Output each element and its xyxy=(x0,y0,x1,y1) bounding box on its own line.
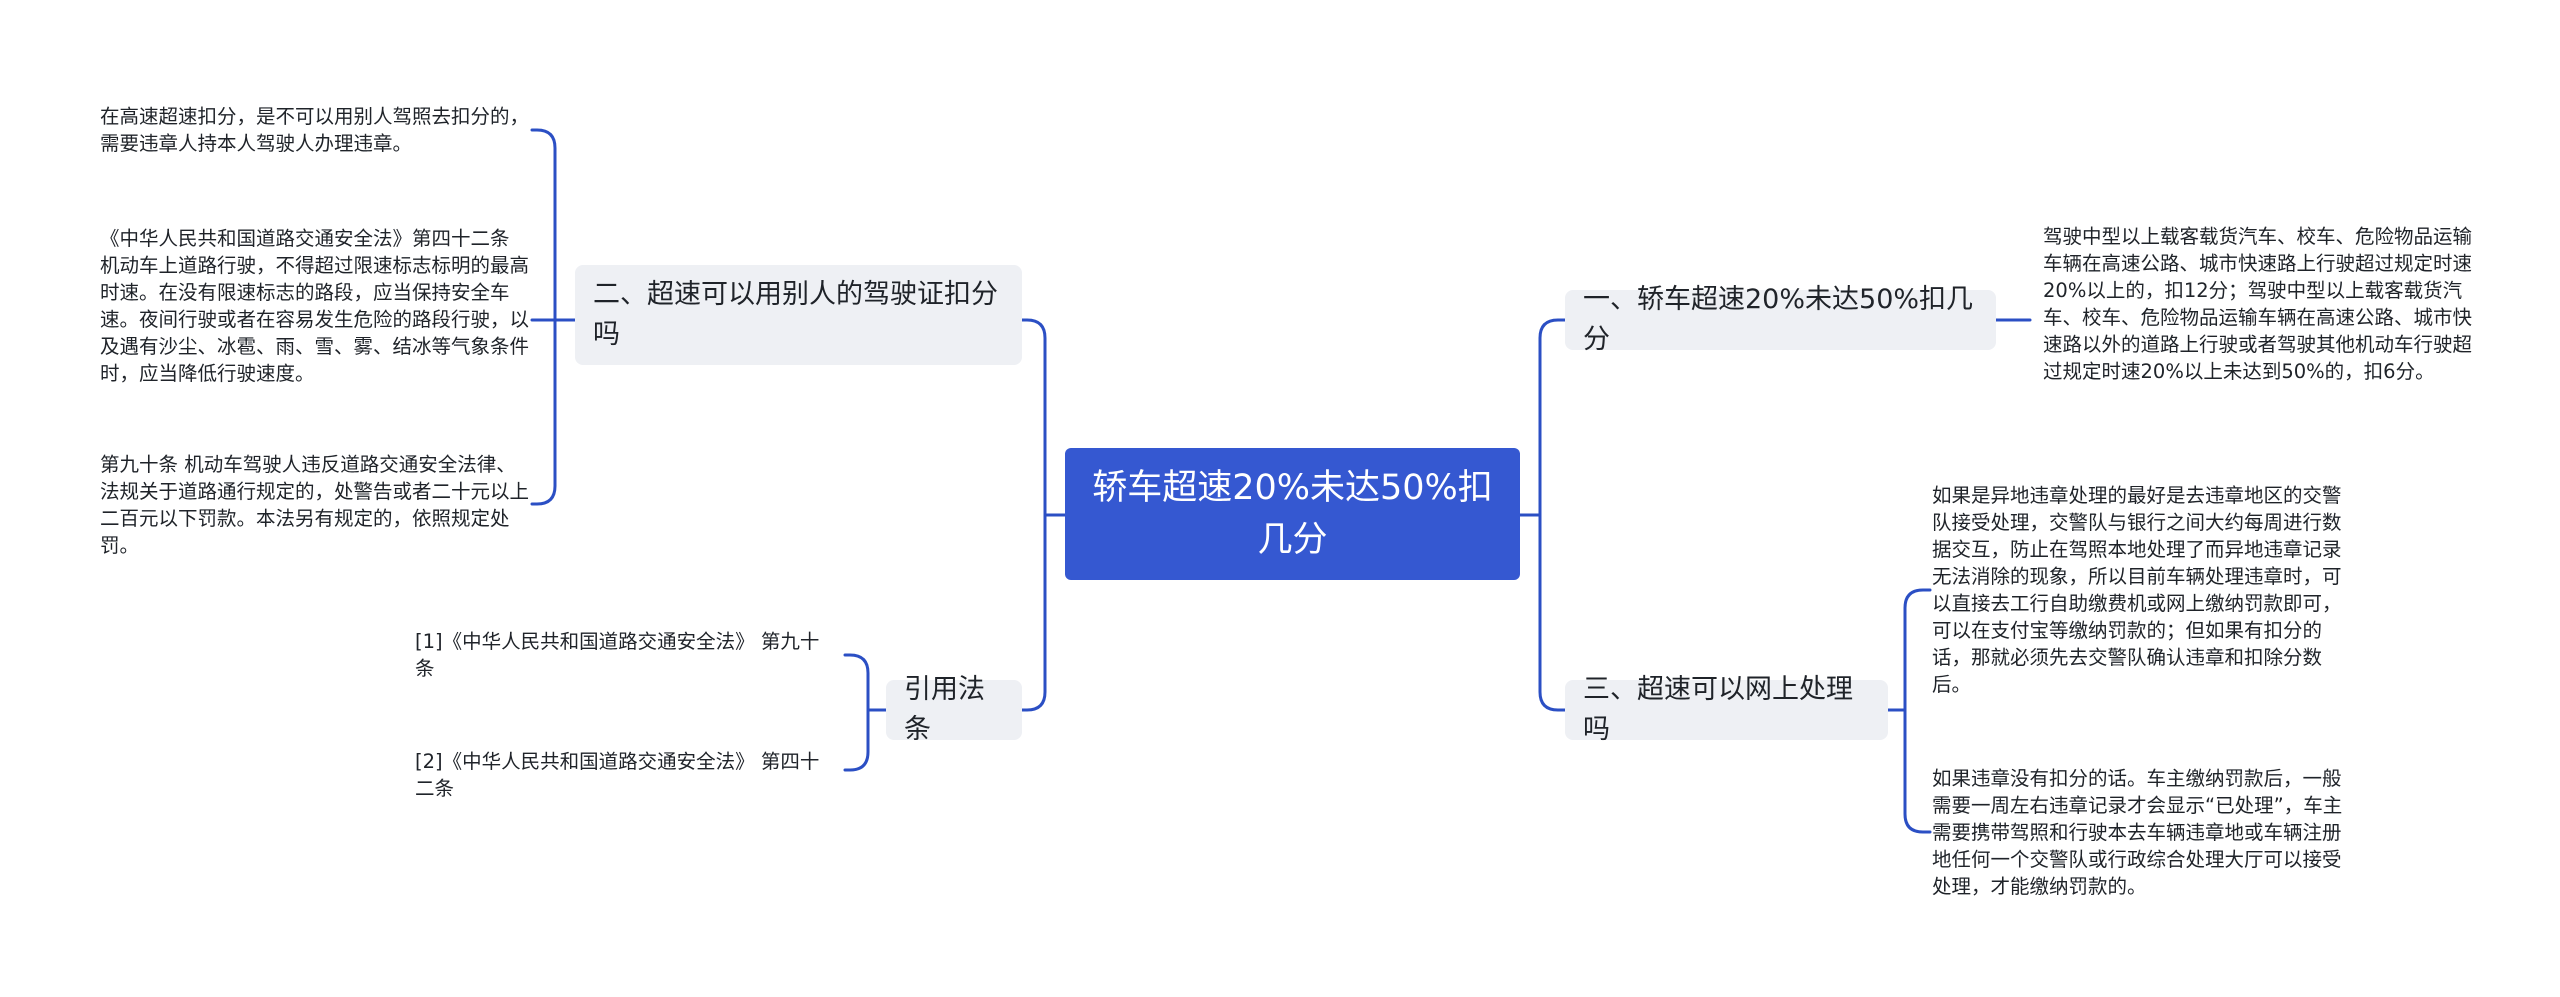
connector-b4-bracket xyxy=(843,653,888,772)
connector-root-b3 xyxy=(1538,513,1567,712)
leaf-b3-1: 如果是异地违章处理的最好是去违章地区的交警队接受处理，交警队与银行之间大约每周进… xyxy=(1932,484,2342,696)
leaf-b4-2: [2]《中华人民共和国道路交通安全法》 第四十二条 xyxy=(415,750,820,800)
connector-root-b4 xyxy=(1020,513,1047,712)
leaf-b1-1: 驾驶中型以上载客载货汽车、校车、危险物品运输车辆在高速公路、城市快速路上行驶超过… xyxy=(2043,225,2473,383)
leaf-b4-1: [1]《中华人民共和国道路交通安全法》 第九十条 xyxy=(415,630,820,680)
connector-b2-bracket xyxy=(530,128,577,506)
connector-root-b1 xyxy=(1518,318,1567,517)
leaf-b3-2: 如果违章没有扣分的话。车主缴纳罚款后，一般需要一周左右违章记录才会显示“已处理”… xyxy=(1932,767,2343,898)
connector-root-b2 xyxy=(1020,318,1067,517)
leaf-b2-2: 《中华人民共和国道路交通安全法》第四十二条 机动车上道路行驶，不得超过限速标志标… xyxy=(100,227,530,385)
branch-b3[interactable]: 三、超速可以网上处理吗 xyxy=(1565,674,1888,745)
leaf-b2-1: 在高速超速扣分，是不可以用别人驾照去扣分的，需要违章人持本人驾驶人办理违章。 xyxy=(100,105,530,155)
branch-b2[interactable]: 二、超速可以用别人的驾驶证扣分吗 xyxy=(575,265,1022,365)
branch-b1[interactable]: 一、轿车超速20%未达50%扣几分 xyxy=(1565,284,1996,355)
leaf-b2-3: 第九十条 机动车驾驶人违反道路交通安全法律、法规关于道路通行规定的，处警告或者二… xyxy=(100,453,530,557)
branch-b4[interactable]: 引用法条 xyxy=(886,674,1022,745)
root-topic[interactable]: 轿车超速20%未达50%扣几分 xyxy=(1065,448,1520,580)
connector-b3-bracket xyxy=(1886,588,1932,834)
